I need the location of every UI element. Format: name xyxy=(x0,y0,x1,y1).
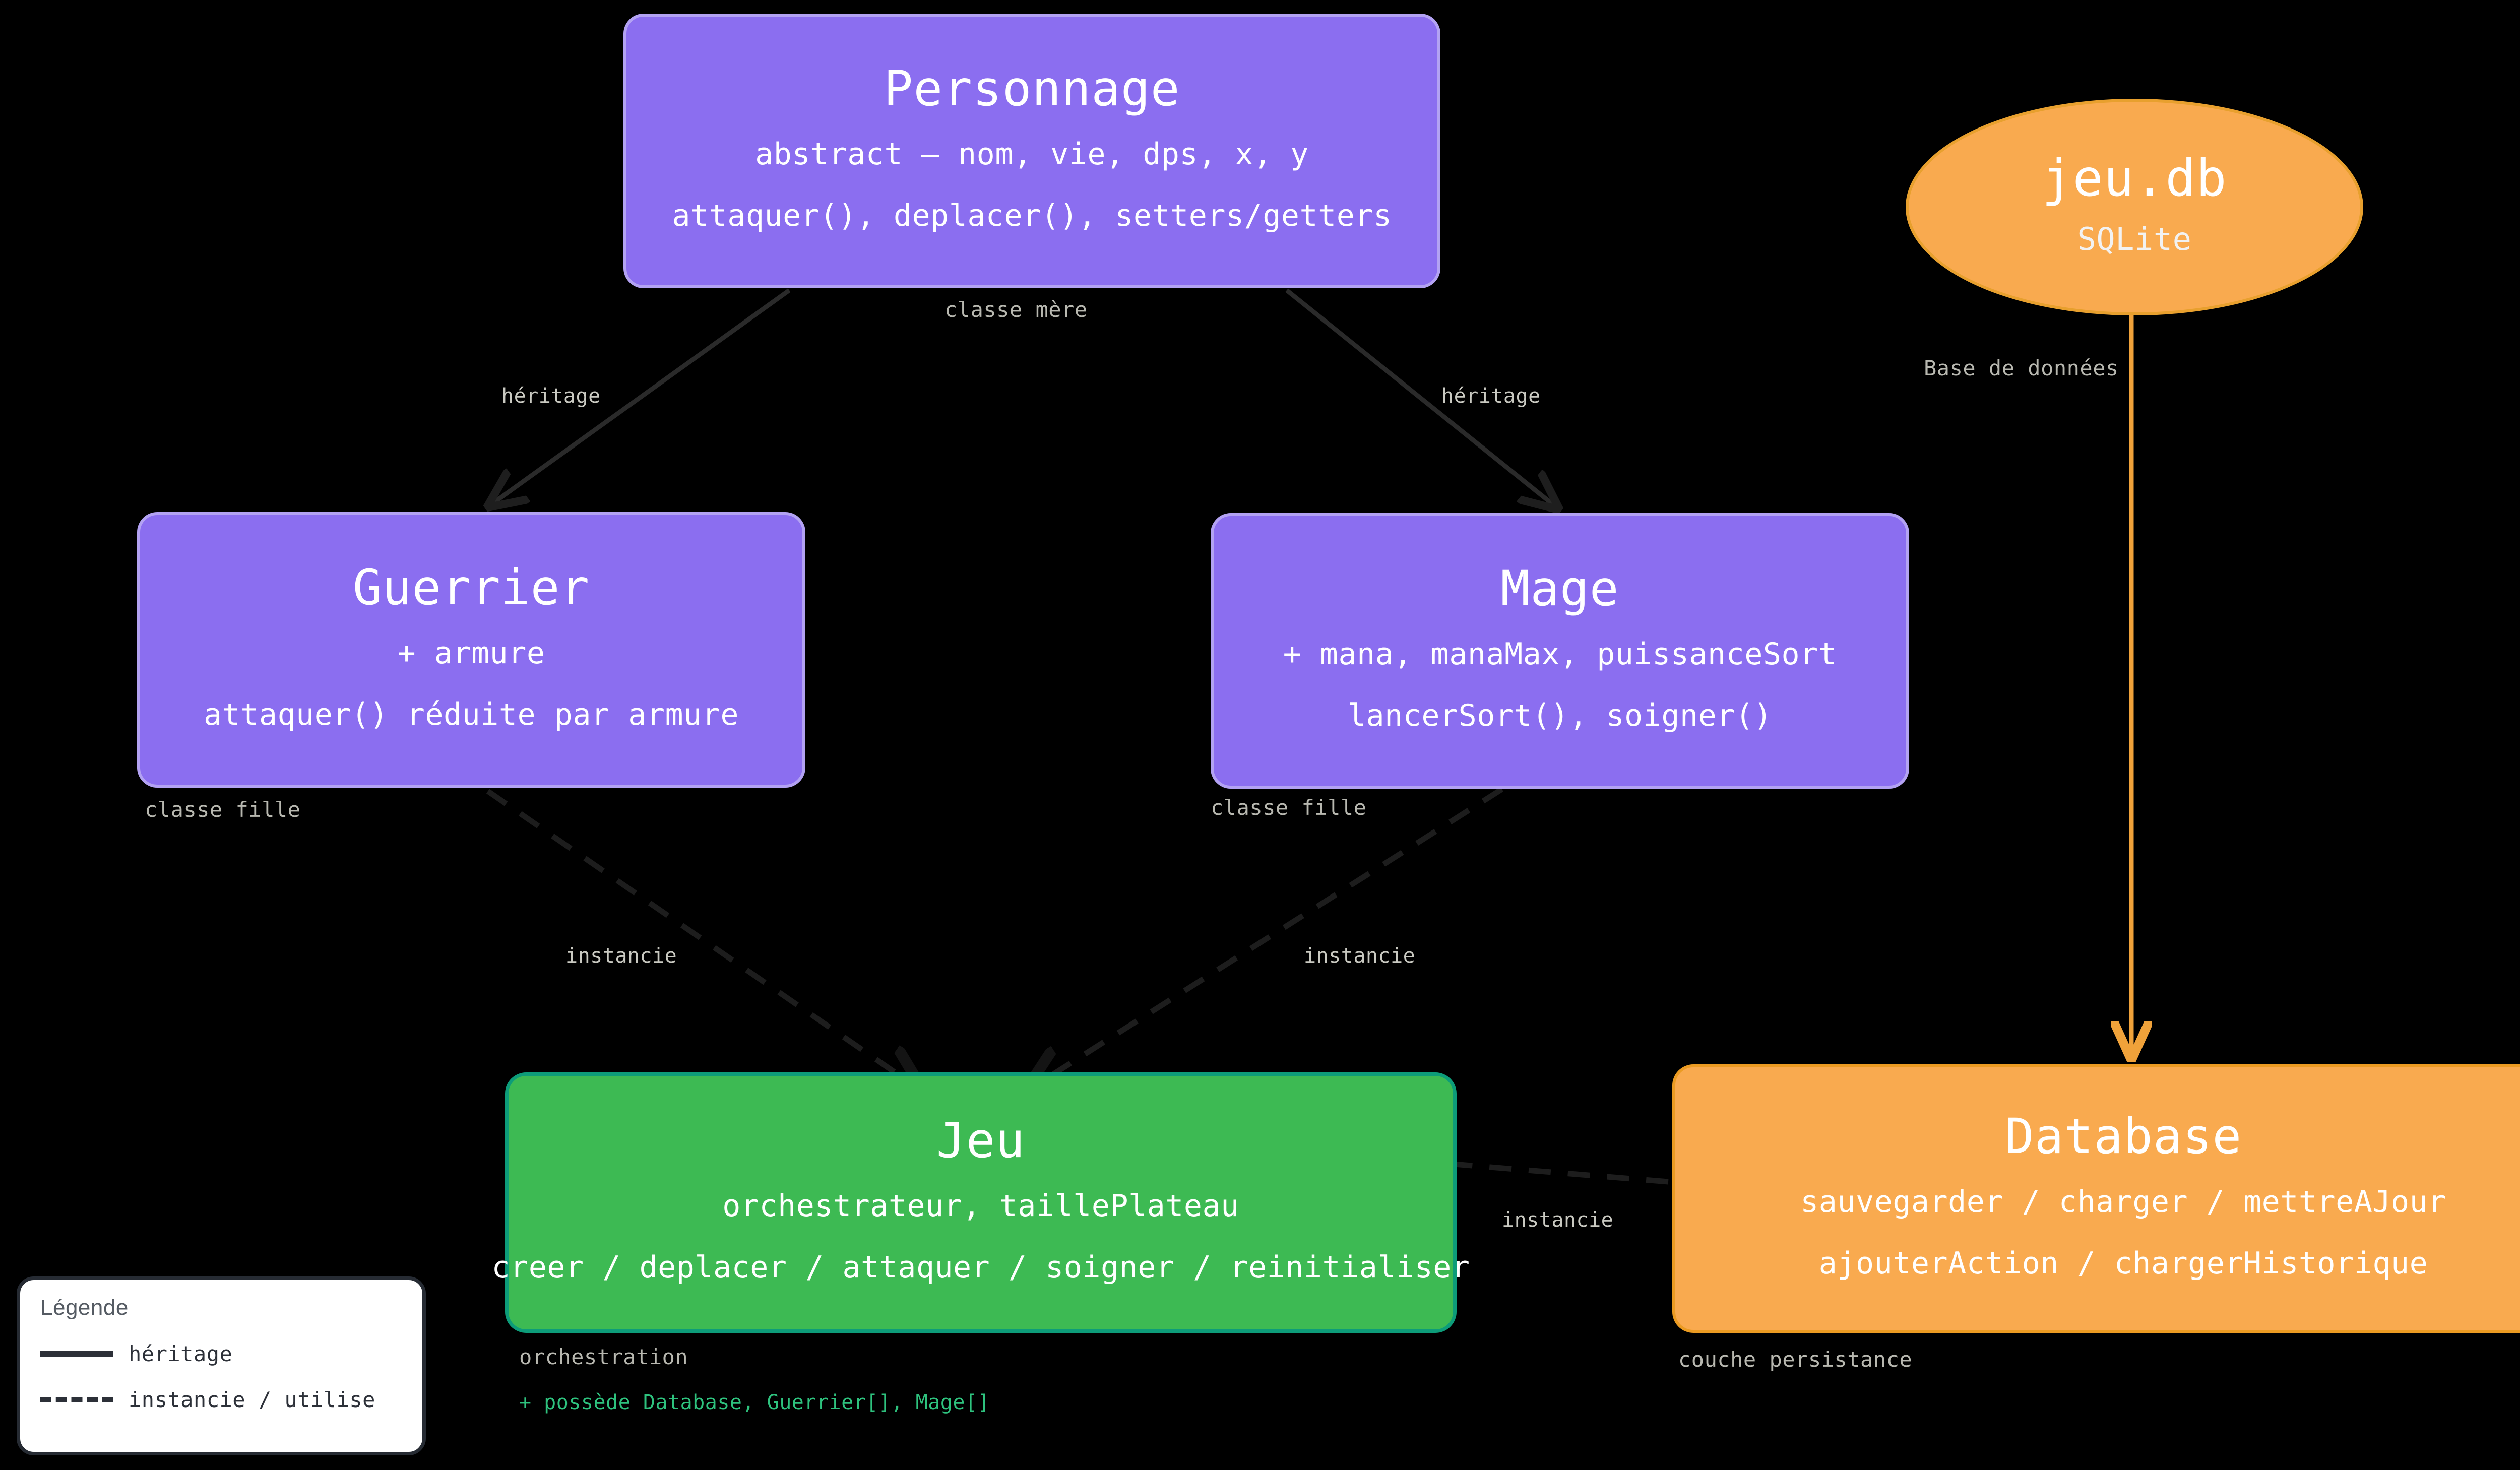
edge-label-heritage-left: héritage xyxy=(501,385,601,408)
legend-item-instancie-label: instancie / utilise xyxy=(129,1387,375,1412)
note-jeu-composition: + possède Database, Guerrier[], Mage[] xyxy=(519,1391,990,1414)
legend-item-heritage: héritage xyxy=(40,1341,402,1366)
node-personnage-methods: attaquer(), deplacer(), setters/getters xyxy=(672,198,1392,233)
edge-label-heritage-right: héritage xyxy=(1441,385,1541,408)
node-guerrier-attributes: + armure xyxy=(397,635,545,671)
dashed-line-icon xyxy=(40,1397,113,1402)
node-guerrier-methods: attaquer() réduite par armure xyxy=(203,696,739,732)
legend-title: Légende xyxy=(40,1295,129,1320)
edge-label-instancie-mage: instancie xyxy=(1304,944,1416,968)
legend-panel: Légende héritage instancie / utilise xyxy=(17,1276,426,1455)
node-jeu-methods: creer / deplacer / attaquer / soigner / … xyxy=(491,1249,1470,1285)
node-mage-title: Mage xyxy=(1500,560,1619,617)
node-mage[interactable]: Mage + mana, manaMax, puissanceSort lanc… xyxy=(1211,513,1909,789)
caption-database: couche persistance xyxy=(1678,1347,1913,1372)
edge-instancie-guerrier xyxy=(486,789,918,1089)
node-database-methods-1: sauvegarder / charger / mettreAJour xyxy=(1800,1184,2446,1220)
node-personnage[interactable]: Personnage abstract — nom, vie, dps, x, … xyxy=(623,14,1440,288)
node-guerrier[interactable]: Guerrier + armure attaquer() réduite par… xyxy=(137,512,805,788)
caption-personnage: classe mère xyxy=(944,297,1088,322)
node-personnage-title: Personnage xyxy=(884,60,1180,117)
legend-item-heritage-label: héritage xyxy=(129,1341,233,1366)
node-jeu-db-subtitle: SQLite xyxy=(2077,221,2192,258)
edge-label-instancie-guerrier: instancie xyxy=(565,944,677,968)
node-mage-methods: lancerSort(), soigner() xyxy=(1347,697,1773,733)
node-personnage-attributes: abstract — nom, vie, dps, x, y xyxy=(755,136,1309,172)
edge-instancie-mage xyxy=(1031,787,1503,1089)
node-guerrier-title: Guerrier xyxy=(352,559,590,616)
node-jeu-db-title: jeu.db xyxy=(2042,149,2227,208)
edge-label-instancie-database: instancie xyxy=(1502,1208,1614,1232)
node-database[interactable]: Database sauvegarder / charger / mettreA… xyxy=(1672,1064,2520,1333)
caption-guerrier: classe fille xyxy=(145,797,301,822)
node-mage-attributes: + mana, manaMax, puissanceSort xyxy=(1283,636,1837,672)
node-jeu-attributes: orchestrateur, taillePlateau xyxy=(722,1188,1239,1224)
node-jeu-db[interactable]: jeu.db SQLite xyxy=(1906,99,2363,315)
node-database-title: Database xyxy=(2004,1108,2242,1165)
node-jeu-title: Jeu xyxy=(936,1112,1026,1169)
node-jeu[interactable]: Jeu orchestrateur, taillePlateau creer /… xyxy=(491,1072,1470,1333)
solid-line-icon xyxy=(40,1351,113,1357)
caption-jeu-db: Base de données xyxy=(1924,356,2119,380)
caption-mage: classe fille xyxy=(1211,795,1367,820)
caption-jeu: orchestration xyxy=(519,1345,688,1369)
legend-item-instancie: instancie / utilise xyxy=(40,1387,402,1412)
node-database-methods-2: ajouterAction / chargerHistorique xyxy=(1818,1245,2428,1281)
